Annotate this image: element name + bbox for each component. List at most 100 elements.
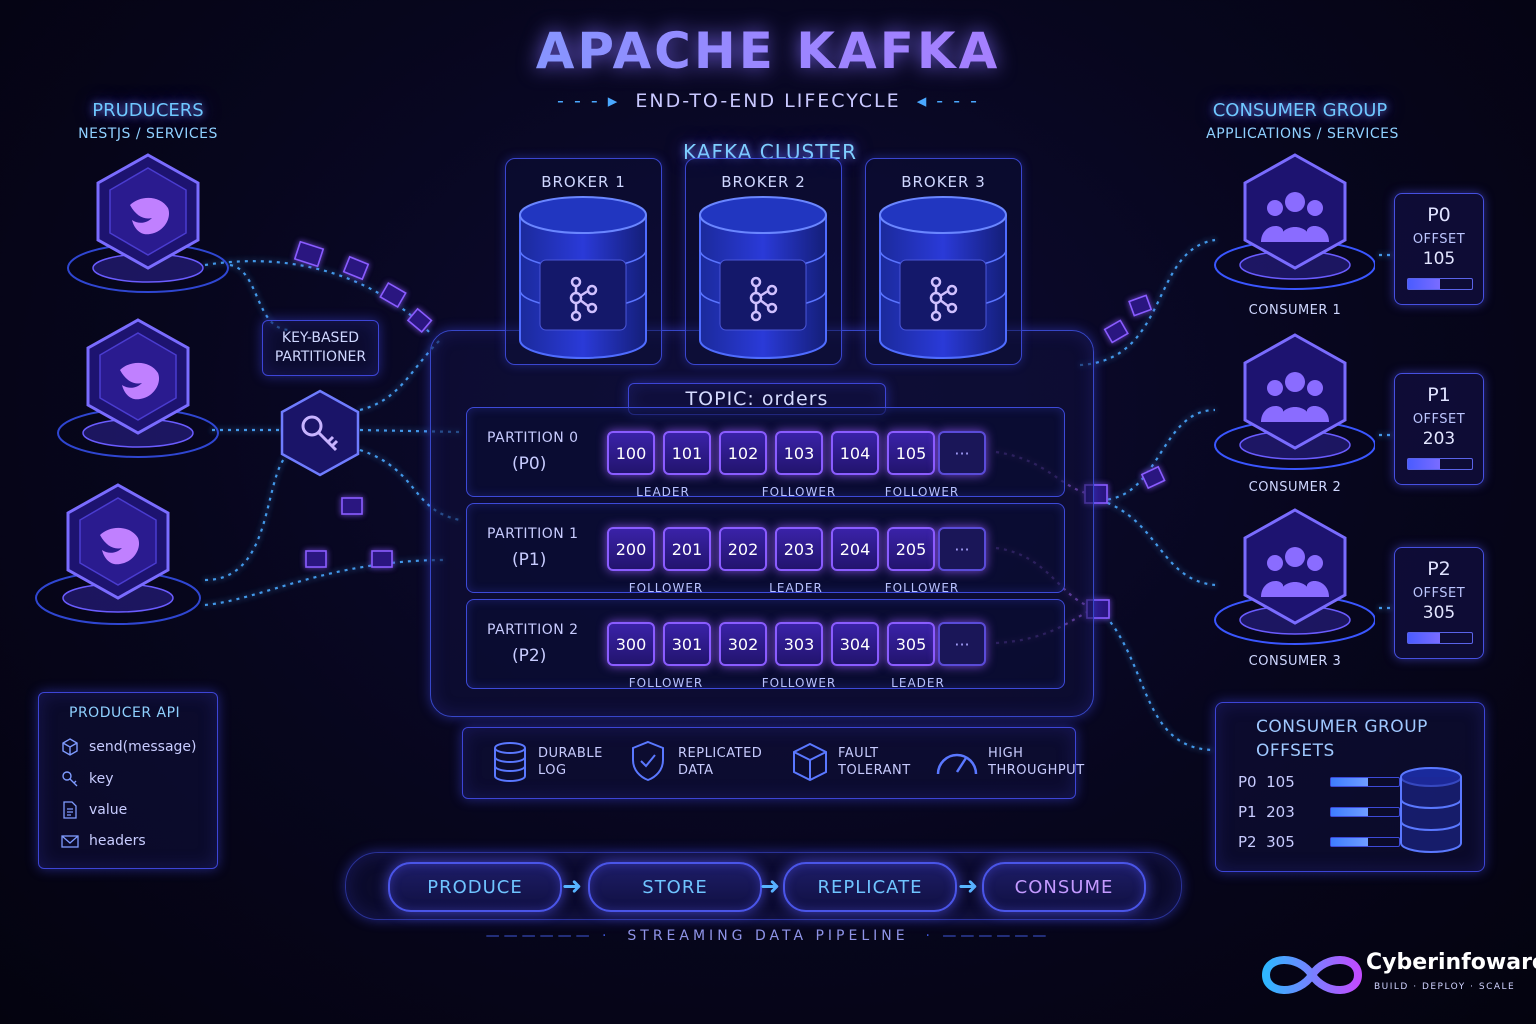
group-offsets-title-line2: OFFSETS xyxy=(1256,741,1335,761)
arrow-right-icon: ➜ xyxy=(562,872,583,900)
card-offset-label: OFFSET xyxy=(1412,412,1466,427)
message-box[interactable]: 102 xyxy=(719,431,767,475)
cluster-title: KAFKA CLUSTER xyxy=(683,140,857,164)
page-title: APACHE KAFKA xyxy=(0,22,1536,80)
envelope-icon xyxy=(1128,294,1153,317)
message-box[interactable]: 104 xyxy=(831,431,879,475)
message-box[interactable]: 105 xyxy=(887,431,935,475)
arrow-right-icon: ➜ xyxy=(760,872,781,900)
envelope-icon xyxy=(406,307,433,334)
api-item-label: key xyxy=(89,771,114,787)
message-box[interactable]: 302 xyxy=(719,622,767,666)
envelope-icon xyxy=(1103,319,1129,344)
partitioner-label-line2: PARTITIONER xyxy=(274,349,367,365)
card-partition: P0 xyxy=(1427,204,1451,226)
message-box[interactable]: 203 xyxy=(775,527,823,571)
consumer-node-3[interactable] xyxy=(1205,505,1375,665)
wire-producer1-cluster xyxy=(204,260,433,336)
feature-line1: HIGH xyxy=(988,746,1024,761)
envelope-icon xyxy=(1140,465,1166,490)
envelope-icon xyxy=(305,550,327,568)
consumer-label: CONSUMER 3 xyxy=(1248,654,1342,669)
replica-role: LEADER xyxy=(636,485,690,499)
offset-row-partition: P0 xyxy=(1238,773,1257,791)
offset-row-partition: P1 xyxy=(1238,803,1257,821)
producer-api-title: PRODUCER API xyxy=(69,705,181,721)
topic-label-box: TOPIC: orders xyxy=(628,383,886,415)
users-icon xyxy=(1261,372,1329,422)
pipeline-caption: —————— · STREAMING DATA PIPELINE · —————… xyxy=(485,928,1051,944)
document-icon xyxy=(63,801,77,819)
message-box[interactable]: 301 xyxy=(663,622,711,666)
producer-api-panel: PRODUCER API send(message) key value hea… xyxy=(38,692,218,869)
message-box[interactable]: 201 xyxy=(663,527,711,571)
offset-row-fill xyxy=(1331,808,1369,816)
partition-offset-card[interactable]: P2 OFFSET 305 xyxy=(1394,547,1484,659)
replica-role: LEADER xyxy=(891,676,945,690)
envelope-icon xyxy=(293,240,325,268)
offset-row-bar xyxy=(1330,807,1400,817)
message-box[interactable]: 101 xyxy=(663,431,711,475)
step-produce[interactable]: PRODUCE xyxy=(388,862,562,912)
group-offsets-title-line1: CONSUMER GROUP xyxy=(1256,717,1428,737)
partitioner-label-line1: KEY-BASED xyxy=(281,330,360,346)
step-consume[interactable]: CONSUME xyxy=(982,862,1146,912)
partition-name: PARTITION 0 xyxy=(487,430,579,446)
offset-row-value: 105 xyxy=(1266,773,1295,791)
partitioner-label-box: KEY-BASED PARTITIONER xyxy=(262,320,379,376)
message-more: ··· xyxy=(938,431,986,475)
replica-role: FOLLOWER xyxy=(884,581,960,595)
partition-offset-card[interactable]: P0 OFFSET 105 xyxy=(1394,193,1484,305)
api-item-label: value xyxy=(89,802,128,818)
card-offset-value: 305 xyxy=(1422,603,1456,623)
page-subtitle: - - - ▸ END-TO-END LIFECYCLE ◂ - - - xyxy=(557,90,979,112)
producers-title: PRUDUCERS xyxy=(92,100,204,121)
nestjs-logo-icon xyxy=(130,197,170,235)
database-icon xyxy=(1400,767,1462,853)
offset-progress-fill xyxy=(1408,459,1440,469)
message-box[interactable]: 305 xyxy=(887,622,935,666)
group-offset-row: P2 305 xyxy=(1238,833,1400,851)
consumer-node-1[interactable] xyxy=(1205,150,1375,310)
step-replicate[interactable]: REPLICATE xyxy=(783,862,957,912)
partitioner-node[interactable] xyxy=(278,388,362,478)
offset-progress-fill xyxy=(1408,279,1440,289)
message-box[interactable]: 103 xyxy=(775,431,823,475)
api-item-label: headers xyxy=(89,833,146,849)
envelope-icon xyxy=(379,281,407,309)
brand-logo xyxy=(1261,956,1363,994)
consumer-label: CONSUMER 1 xyxy=(1248,303,1342,318)
offset-row-fill xyxy=(1331,838,1369,846)
producer-node-1[interactable] xyxy=(60,150,240,310)
message-box[interactable]: 303 xyxy=(775,622,823,666)
offset-progress xyxy=(1407,278,1473,290)
consumer-node-2[interactable] xyxy=(1205,330,1375,490)
offset-progress xyxy=(1407,458,1473,470)
feature-line2: TOLERANT xyxy=(838,763,911,778)
step-store[interactable]: STORE xyxy=(588,862,762,912)
replica-role: FOLLOWER xyxy=(761,485,837,499)
partition-offset-card[interactable]: P1 OFFSET 203 xyxy=(1394,373,1484,485)
consumers-subtitle: APPLICATIONS / SERVICES xyxy=(1206,126,1399,142)
message-box[interactable]: 300 xyxy=(607,622,655,666)
broker-databases xyxy=(519,195,1008,360)
message-more: ··· xyxy=(938,527,986,571)
shield-check-icon xyxy=(632,740,664,782)
producer-node-3[interactable] xyxy=(30,480,220,640)
message-box[interactable]: 200 xyxy=(607,527,655,571)
message-box[interactable]: 202 xyxy=(719,527,767,571)
message-box[interactable]: 100 xyxy=(607,431,655,475)
producer-node-2[interactable] xyxy=(50,315,230,475)
subtitle-text: END-TO-END LIFECYCLE xyxy=(635,90,901,112)
message-box[interactable]: 304 xyxy=(831,622,879,666)
broker-label: BROKER 2 xyxy=(721,173,806,191)
message-box[interactable]: 205 xyxy=(887,527,935,571)
message-box[interactable]: 204 xyxy=(831,527,879,571)
feature-line1: REPLICATED xyxy=(678,746,763,761)
database-icon xyxy=(494,742,526,782)
